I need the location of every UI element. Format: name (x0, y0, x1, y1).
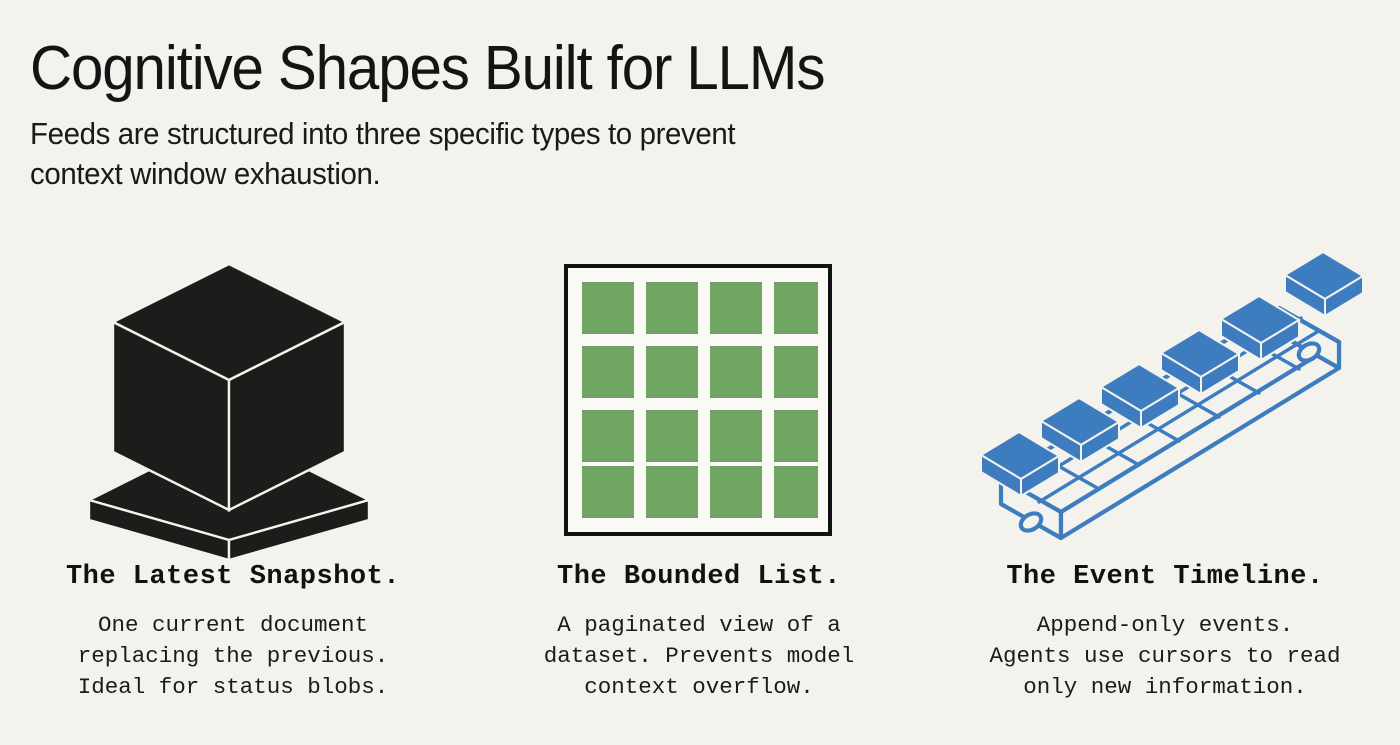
illustration-latest-snapshot (0, 250, 462, 562)
page-title: Cognitive Shapes Built for LLMs (30, 34, 825, 103)
caption-line: Ideal for status blobs. (77, 674, 389, 700)
caption-line: Agents use cursors to read (989, 643, 1341, 669)
illustration-bounded-list (465, 250, 931, 550)
caption-body: A paginated view of a dataset. Prevents … (466, 610, 932, 703)
caption-title: The Latest Snapshot. (65, 562, 401, 592)
caption-line: One current document (97, 612, 369, 638)
caption-body: One current document replacing the previ… (0, 610, 466, 703)
header: Cognitive Shapes Built for LLMs Feeds ar… (30, 34, 1130, 194)
column-bounded-list: The Bounded List. A paginated view of a … (466, 250, 932, 730)
caption-title: The Bounded List. (557, 562, 841, 592)
belt-box (1219, 294, 1301, 362)
caption-latest-snapshot: The Latest Snapshot. One current documen… (0, 562, 466, 703)
subtitle-line-2: context window exhaustion. (30, 156, 381, 191)
detached-box (1283, 250, 1365, 318)
caption-title: The Event Timeline. (1006, 562, 1324, 592)
illustration-event-timeline (938, 250, 1400, 550)
belt-outer-rail (1037, 330, 1319, 504)
belt-box (1159, 328, 1241, 396)
belt-box (979, 430, 1061, 498)
caption-line: only new information. (1023, 674, 1307, 700)
column-latest-snapshot: The Latest Snapshot. One current documen… (0, 250, 466, 730)
caption-line: Append-only events. (1036, 612, 1294, 638)
page-subtitle: Feeds are structured into three specific… (30, 114, 990, 194)
belt-box (1039, 396, 1121, 464)
subtitle-line-1: Feeds are structured into three specific… (30, 116, 736, 151)
roller-cap-right-icon (1296, 341, 1322, 363)
caption-line: context overflow. (584, 674, 814, 700)
caption-event-timeline: The Event Timeline. Append-only events. … (932, 562, 1398, 703)
caption-body: Append-only events. Agents use cursors t… (932, 610, 1398, 703)
caption-line: replacing the previous. (77, 643, 389, 669)
isometric-cube-on-base-icon (85, 262, 373, 562)
grid-cells (582, 282, 818, 518)
roller-cap-left-icon (1018, 511, 1044, 533)
caption-line: dataset. Prevents model (543, 643, 855, 669)
four-by-four-grid-icon (564, 264, 832, 536)
caption-line: A paginated view of a (557, 612, 841, 638)
column-event-timeline: The Event Timeline. Append-only events. … (932, 250, 1398, 730)
caption-bounded-list: The Bounded List. A paginated view of a … (466, 562, 932, 703)
conveyor-belt-with-boxes-icon (979, 250, 1365, 541)
feed-type-columns: The Latest Snapshot. One current documen… (0, 250, 1400, 730)
belt-box (1099, 362, 1181, 430)
belt-boxes (979, 294, 1301, 498)
